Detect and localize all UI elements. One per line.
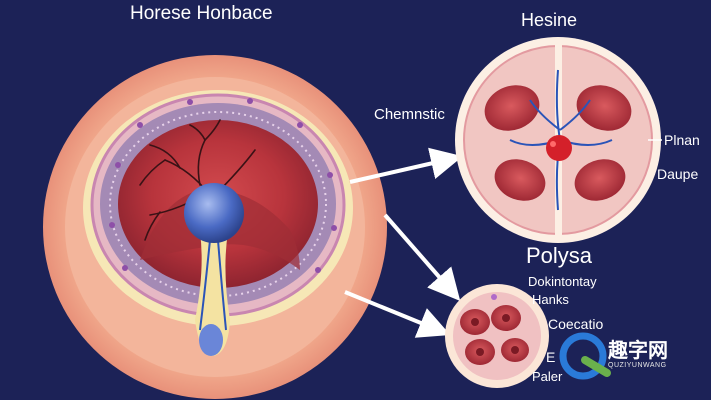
hesine-title: Hesine — [521, 10, 578, 30]
main-cross-section — [43, 55, 387, 399]
hanks-label: Hanks — [532, 292, 569, 307]
daupe-label: Daupe — [657, 166, 699, 182]
coecatio-label: Coecatio — [548, 316, 604, 332]
hesine-node-highlight — [550, 141, 556, 147]
stalk-vessel-right — [217, 239, 227, 331]
cluster-nucleus-1 — [471, 318, 479, 326]
arrow-to-hesine — [349, 147, 463, 184]
e-label: E — [546, 349, 556, 365]
chemnstic-label: Chemnstic — [374, 106, 445, 123]
arrow-to-polysa — [383, 213, 461, 302]
hesine-cell-tr — [576, 85, 632, 131]
polysa-title: Polysa — [526, 243, 593, 268]
cluster-nucleus-4 — [511, 346, 519, 354]
hesine-center-node — [546, 135, 572, 161]
watermark-subtext: QUZIYUNWANG — [608, 362, 667, 369]
watermark-text: 趣字网 — [608, 340, 668, 362]
hesine-cross-section — [455, 37, 662, 243]
hesine-cell-bl — [494, 159, 546, 201]
dokintontay-label: Dokintontay — [528, 274, 597, 289]
cluster-nucleus-2 — [502, 314, 510, 322]
hesine-cell-tl — [484, 85, 540, 131]
arrow-to-cell-cluster — [344, 290, 451, 338]
cell-cluster — [445, 284, 549, 388]
hesine-cell-br — [574, 159, 626, 201]
stalk-yellow — [195, 232, 230, 356]
cluster-purple-dot — [491, 294, 497, 300]
watermark: 趣字网 QUZIYUNWANG — [556, 328, 706, 380]
arrows — [344, 147, 463, 338]
cluster-nucleus-3 — [476, 348, 484, 356]
paler-label: Paler — [532, 369, 563, 384]
plnan-label: Plnan — [664, 132, 700, 148]
cluster-inner — [453, 292, 541, 380]
stalk-droplet — [199, 324, 223, 356]
main-title: Horese Honbace — [130, 3, 273, 24]
blue-sphere — [184, 183, 244, 243]
stalk-vessel-left — [199, 239, 211, 331]
membrane-nodules — [109, 98, 337, 273]
watermark-logo-icon — [559, 332, 611, 380]
